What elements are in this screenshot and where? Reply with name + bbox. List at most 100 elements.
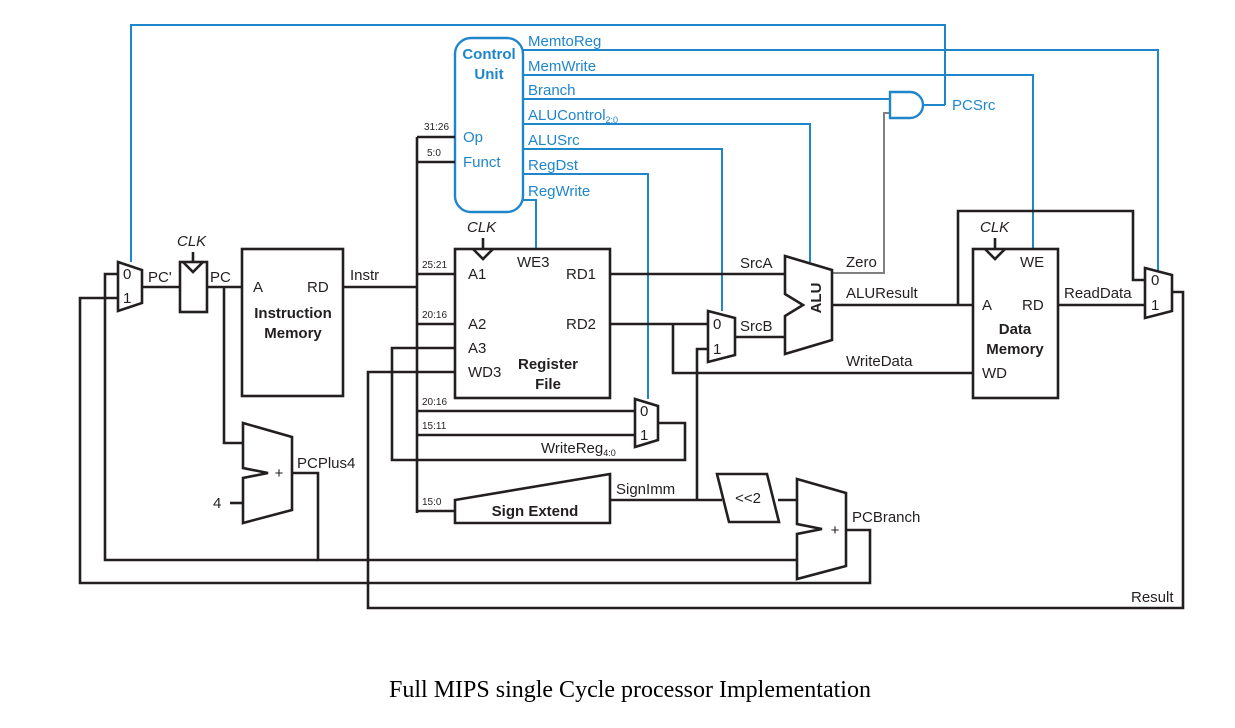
control-unit-title-2: Unit: [474, 66, 503, 83]
pcbranch-adder: +: [795, 477, 848, 581]
register-file: CLK WE3 A1 RD1 A2 RD2 A3 WD3 Register Fi…: [453, 219, 612, 400]
pc-mux-in0: 0: [123, 266, 131, 283]
writereg-mux-in0: 0: [640, 403, 648, 420]
control-wires: [130, 24, 1159, 399]
pcplus4-label: PCPlus4: [297, 455, 355, 472]
wire-pcsrc: [130, 24, 946, 262]
dm-clock-triangle-icon: [984, 248, 1006, 261]
wire-zero: [832, 112, 890, 274]
bitfield-rt2: 20:16: [422, 397, 447, 408]
wire-aluresult-bypass: [956, 209, 1145, 305]
instruction-memory-box: [240, 247, 345, 398]
pcbranch-label: PCBranch: [852, 509, 920, 526]
signal-alucontrol: ALUControl2:0: [528, 107, 618, 125]
rf-title-2: File: [535, 376, 561, 393]
pc-register: CLK: [177, 233, 209, 314]
sign-extend-shape: [453, 472, 612, 525]
bitfield-op: 31:26: [424, 122, 449, 133]
wire-pcplus4-mux: [103, 272, 318, 562]
pc-label: PC: [210, 269, 231, 286]
instr-label: Instr: [350, 267, 379, 284]
control-unit: Control Unit Op Funct MemtoReg MemWrite …: [453, 33, 618, 214]
signal-regwrite: RegWrite: [528, 183, 590, 200]
srcb-mux-in1: 1: [713, 341, 721, 358]
wire-alusrc: [523, 148, 723, 311]
alu-shape: [783, 254, 834, 356]
shift-left-2: <<2: [715, 472, 781, 524]
imem-port-rd: RD: [307, 279, 329, 296]
signal-memwrite: MemWrite: [528, 58, 596, 75]
pc-mux: 0 1: [116, 260, 144, 313]
register-file-box: [453, 247, 612, 400]
shift-left-2-shape: [715, 472, 781, 524]
rf-a3: A3: [468, 340, 486, 357]
wire-signimm-mux: [695, 347, 708, 500]
pc-clk-label: CLK: [177, 233, 207, 250]
pc-mux-shape: [116, 260, 144, 313]
pcplus4-plus: +: [275, 465, 284, 482]
readdata-label: ReadData: [1064, 285, 1132, 302]
sign-extend: Sign Extend: [453, 472, 612, 525]
and-gate-icon: [888, 90, 925, 120]
data-memory: CLK WE A RD Data Memory WD: [971, 219, 1060, 400]
result-mux-in0: 0: [1151, 272, 1159, 289]
srca-label: SrcA: [740, 255, 773, 272]
imem-title-2: Memory: [264, 325, 322, 342]
datapath-wires: [78, 135, 1185, 610]
rf-title-1: Register: [518, 356, 578, 373]
imem-title-1: Instruction: [254, 305, 332, 322]
control-unit-box: [453, 36, 525, 214]
rf-clock-triangle-icon: [472, 248, 494, 261]
writereg-mux-shape: [633, 397, 660, 449]
dm-title-1: Data: [999, 321, 1032, 338]
rf-rd2: RD2: [566, 316, 596, 333]
dm-port-rd: RD: [1022, 297, 1044, 314]
wire-memtoreg: [523, 49, 1159, 271]
const-four-label: 4: [213, 495, 221, 512]
srcb-mux: 0 1: [706, 309, 737, 364]
rf-clk-label: CLK: [467, 219, 497, 236]
dm-port-wd: WD: [982, 365, 1007, 382]
instruction-memory: A RD Instruction Memory: [240, 247, 345, 398]
wire-pcbranch: [78, 296, 872, 585]
srcb-mux-in0: 0: [713, 316, 721, 333]
alu-label: ALU: [808, 283, 825, 314]
diagram-caption: Full MIPS single Cycle processor Impleme…: [389, 677, 871, 703]
rf-a2: A2: [468, 316, 486, 333]
signal-branch: Branch: [528, 82, 576, 99]
writereg-label: WriteReg4:0: [541, 440, 616, 458]
srcb-label: SrcB: [740, 318, 773, 335]
control-unit-funct-label: Funct: [463, 154, 501, 171]
bitfield-rt: 20:16: [422, 310, 447, 321]
writereg-mux: 0 1: [633, 397, 660, 449]
pcplus4-adder-shape: [241, 421, 294, 525]
pcbranch-adder-shape: [795, 477, 848, 581]
result-mux-shape: [1143, 266, 1174, 320]
clock-triangle-icon: [182, 261, 204, 274]
signimm-label: SignImm: [616, 481, 675, 498]
signal-regdst: RegDst: [528, 157, 579, 174]
wire-memwrite: [523, 74, 1034, 250]
pc-register-box: [178, 260, 209, 314]
result-mux-in1: 1: [1151, 297, 1159, 314]
rf-we3: WE3: [517, 254, 550, 271]
pcsrc-label: PCSrc: [952, 97, 996, 114]
data-memory-box: [971, 247, 1060, 400]
result-mux: 0 1: [1143, 266, 1174, 320]
bitfield-funct: 5:0: [427, 148, 441, 159]
rf-a1: A1: [468, 266, 486, 283]
pcplus4-adder: +: [241, 421, 294, 525]
srcb-mux-shape: [706, 309, 737, 364]
pcbranch-plus: +: [831, 522, 840, 539]
result-label: Result: [1131, 589, 1174, 606]
signal-memtoreg: MemtoReg: [528, 33, 601, 50]
wire-writereg: [390, 346, 687, 462]
wire-alucontrol: [523, 123, 811, 262]
shift-left-2-label: <<2: [735, 490, 761, 507]
dm-clk-label: CLK: [980, 219, 1010, 236]
rf-rd1: RD1: [566, 266, 596, 283]
dm-we: WE: [1020, 254, 1044, 271]
pc-prime-label: PC': [148, 269, 172, 286]
wire-regwrite: [523, 199, 537, 249]
